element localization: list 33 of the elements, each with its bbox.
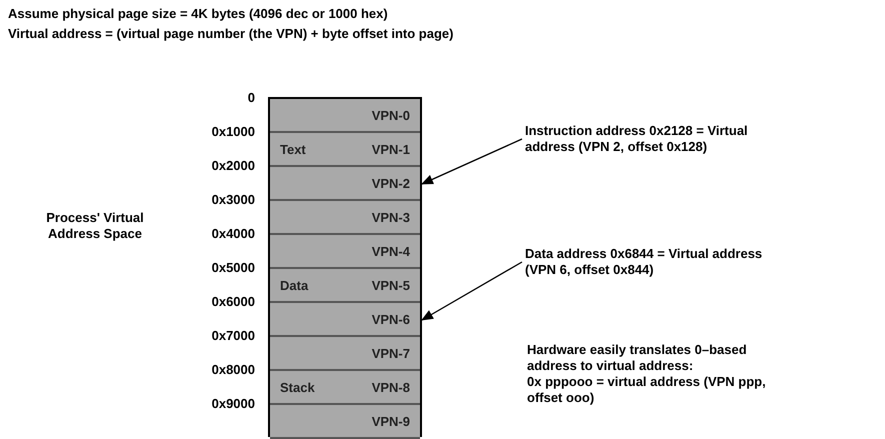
address-tick: 0x8000 (212, 362, 255, 378)
page-label: VPN-2 (372, 176, 410, 190)
page-label: Stack (280, 380, 315, 394)
address-tick: 0x2000 (212, 158, 255, 174)
heading-text: Virtual address = (virtual page number (the VPN) + byte offset into page) (8, 26, 454, 42)
address-tick: 0x1000 (212, 124, 255, 140)
address-tick: 0x5000 (212, 260, 255, 276)
address-tick: 0x4000 (212, 226, 255, 242)
address-tick: 0 (248, 90, 255, 106)
address-tick: 0x6000 (212, 294, 255, 310)
address-tick: 0x3000 (212, 192, 255, 208)
arrow (421, 138, 522, 185)
heading-text: Assume physical page size = 4K bytes (4096 dec or 1000 hex) (8, 6, 388, 22)
arrow (421, 261, 522, 321)
page-label: VPN-5 (372, 278, 410, 292)
address-tick: 0x7000 (212, 328, 255, 344)
page-label: VPN-6 (372, 312, 410, 326)
page-label: VPN-0 (372, 108, 410, 122)
page-label: VPN-7 (372, 346, 410, 360)
page-label: VPN-9 (372, 414, 410, 428)
annotation-text: Instruction address 0x2128 = Virtual address (VPN 2, offset 0x128) (525, 123, 795, 155)
page-label: VPN-8 (372, 380, 410, 394)
annotation-text: Data address 0x6844 = Virtual address (VPN 6, offset 0x844) (525, 246, 795, 278)
page-label: Text (280, 142, 306, 156)
page-label: VPN-1 (372, 142, 410, 156)
page-label: Data (280, 278, 308, 292)
page-label: VPN-4 (372, 244, 410, 258)
note-text: Hardware easily translates 0–based address to virtual address: (527, 342, 748, 374)
address-space-column (268, 97, 422, 437)
address-tick: 0x9000 (212, 396, 255, 412)
page-label: VPN-3 (372, 210, 410, 224)
side-heading: Process' Virtual Address Space (45, 210, 145, 242)
note-text: 0x pppooo = virtual address (VPN ppp, offset ooo) (527, 374, 767, 406)
